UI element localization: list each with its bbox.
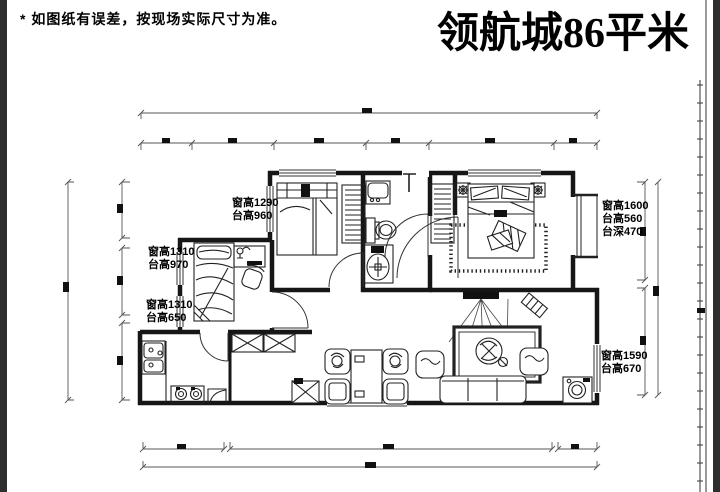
single-bed [276, 182, 338, 256]
window-annotation: 窗高1310 台高970 [148, 246, 194, 272]
bedroom-2 [276, 182, 366, 256]
dining-chair [324, 378, 351, 405]
dining-area [324, 348, 409, 405]
dimension-lines [63, 108, 662, 471]
doors [199, 213, 459, 362]
kitchen-door [199, 332, 229, 362]
entry-door-mark [403, 173, 416, 192]
hall-cabinet [263, 333, 296, 353]
sill-height-label: 台高560 [602, 213, 643, 225]
toilet [365, 217, 397, 244]
sill-height-label: 台高650 [146, 312, 187, 324]
corner-unit [207, 388, 227, 404]
dining-table [350, 349, 383, 404]
wash-basin [363, 244, 394, 284]
window-annotation: 窗高1600 台高560 台深470 [602, 200, 648, 239]
window-annotation: 窗高1590 台高670 [601, 350, 647, 376]
hallway [231, 333, 320, 404]
shoe-cabinet [291, 378, 320, 404]
sofa [439, 375, 527, 404]
master-door [396, 216, 459, 279]
sill-height-label: 台高970 [148, 259, 189, 271]
window-height-label: 窗高1310 [146, 299, 193, 311]
stove [170, 385, 205, 404]
left-bedroom-door [271, 291, 309, 329]
window-height-label: 窗高1310 [148, 246, 195, 258]
tv-projection-lines [448, 298, 515, 351]
sill-height-label: 台高960 [232, 210, 273, 222]
living-room [415, 292, 593, 404]
blanket [486, 219, 527, 253]
kitchen [141, 340, 227, 404]
wardrobe [341, 184, 366, 244]
window-height-label: 窗高1290 [232, 197, 279, 209]
left-bedroom [193, 242, 266, 322]
window-annotation: 窗高1310 台高650 [146, 299, 192, 325]
tv [463, 292, 499, 299]
person-symbol [330, 352, 345, 369]
wardrobe [430, 183, 455, 244]
desk [233, 245, 266, 268]
bedroom2-door [328, 252, 364, 288]
window-height-label: 窗高1590 [601, 350, 648, 362]
ruler-ticks [697, 84, 703, 482]
person-symbol [388, 352, 403, 369]
hall-cabinet [231, 333, 264, 353]
disclaimer-note: * 如图纸有误差，按现场实际尺寸为准。 [20, 11, 287, 27]
bathroom-sink [365, 180, 391, 205]
floor-cushion [415, 350, 445, 379]
plant [475, 337, 503, 365]
desk-chair [241, 264, 265, 290]
window-height-label: 窗高1600 [602, 200, 649, 212]
bay-window [573, 193, 598, 259]
master-bedroom [430, 182, 549, 319]
bathroom-door [384, 213, 429, 258]
single-bed [193, 242, 235, 322]
window-annotation: 窗高1290 台高960 [232, 197, 278, 223]
dining-chair [382, 378, 409, 405]
bathroom [363, 180, 397, 284]
bench [520, 292, 549, 319]
kitchen-sink [141, 340, 166, 375]
plan-title: 领航城86平米 [437, 11, 690, 57]
sill-height-label: 台高670 [601, 363, 642, 375]
floor-cushion [519, 347, 549, 376]
washing-machine [562, 376, 593, 404]
sill-depth-label: 台深470 [602, 226, 643, 238]
